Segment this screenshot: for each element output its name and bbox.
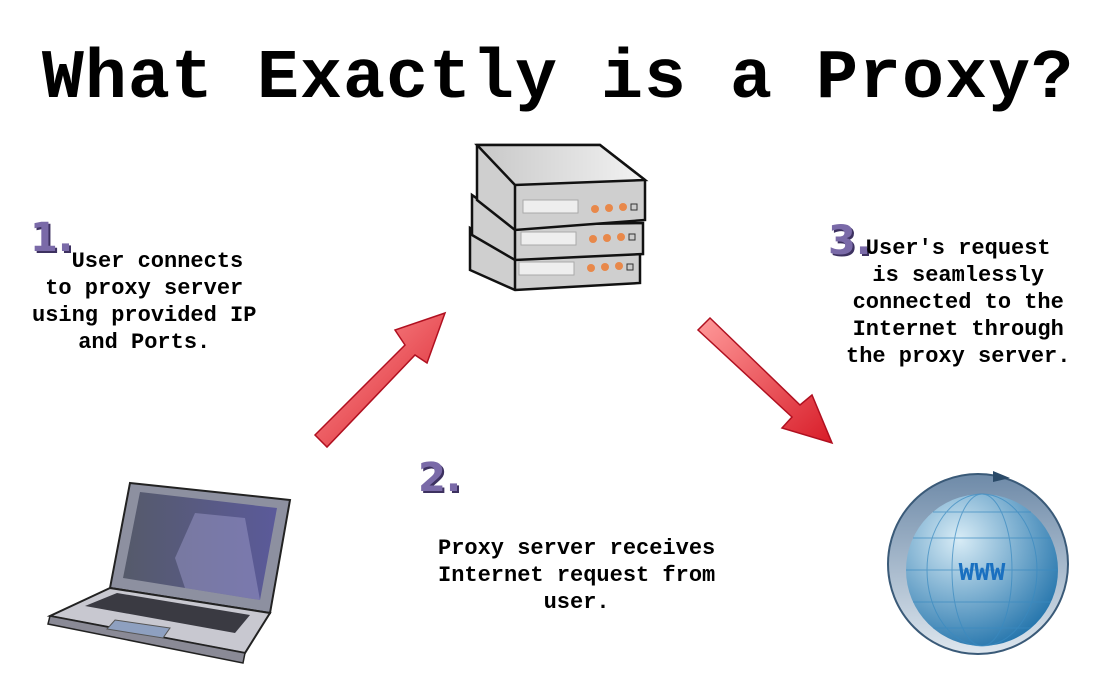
globe-label: WWW [959,558,1006,588]
step-1-text: User connects to proxy server using prov… [32,249,257,355]
step-2-text: Proxy server receives Internet request f… [438,536,716,615]
step-3-text: User's request is seamlessly connected t… [846,236,1071,369]
arrow-to-internet-icon [696,316,834,445]
step-1-number: 1. [30,215,74,261]
arrow-to-server-icon [313,311,447,449]
laptop-icon [46,481,292,664]
server-stack-icon [468,143,649,292]
step-3-number: 3. [828,218,872,264]
page-title: What Exactly is a Proxy? [41,40,1075,119]
globe-www-icon: WWW [887,471,1069,655]
step-2-number: 2. [418,455,462,501]
